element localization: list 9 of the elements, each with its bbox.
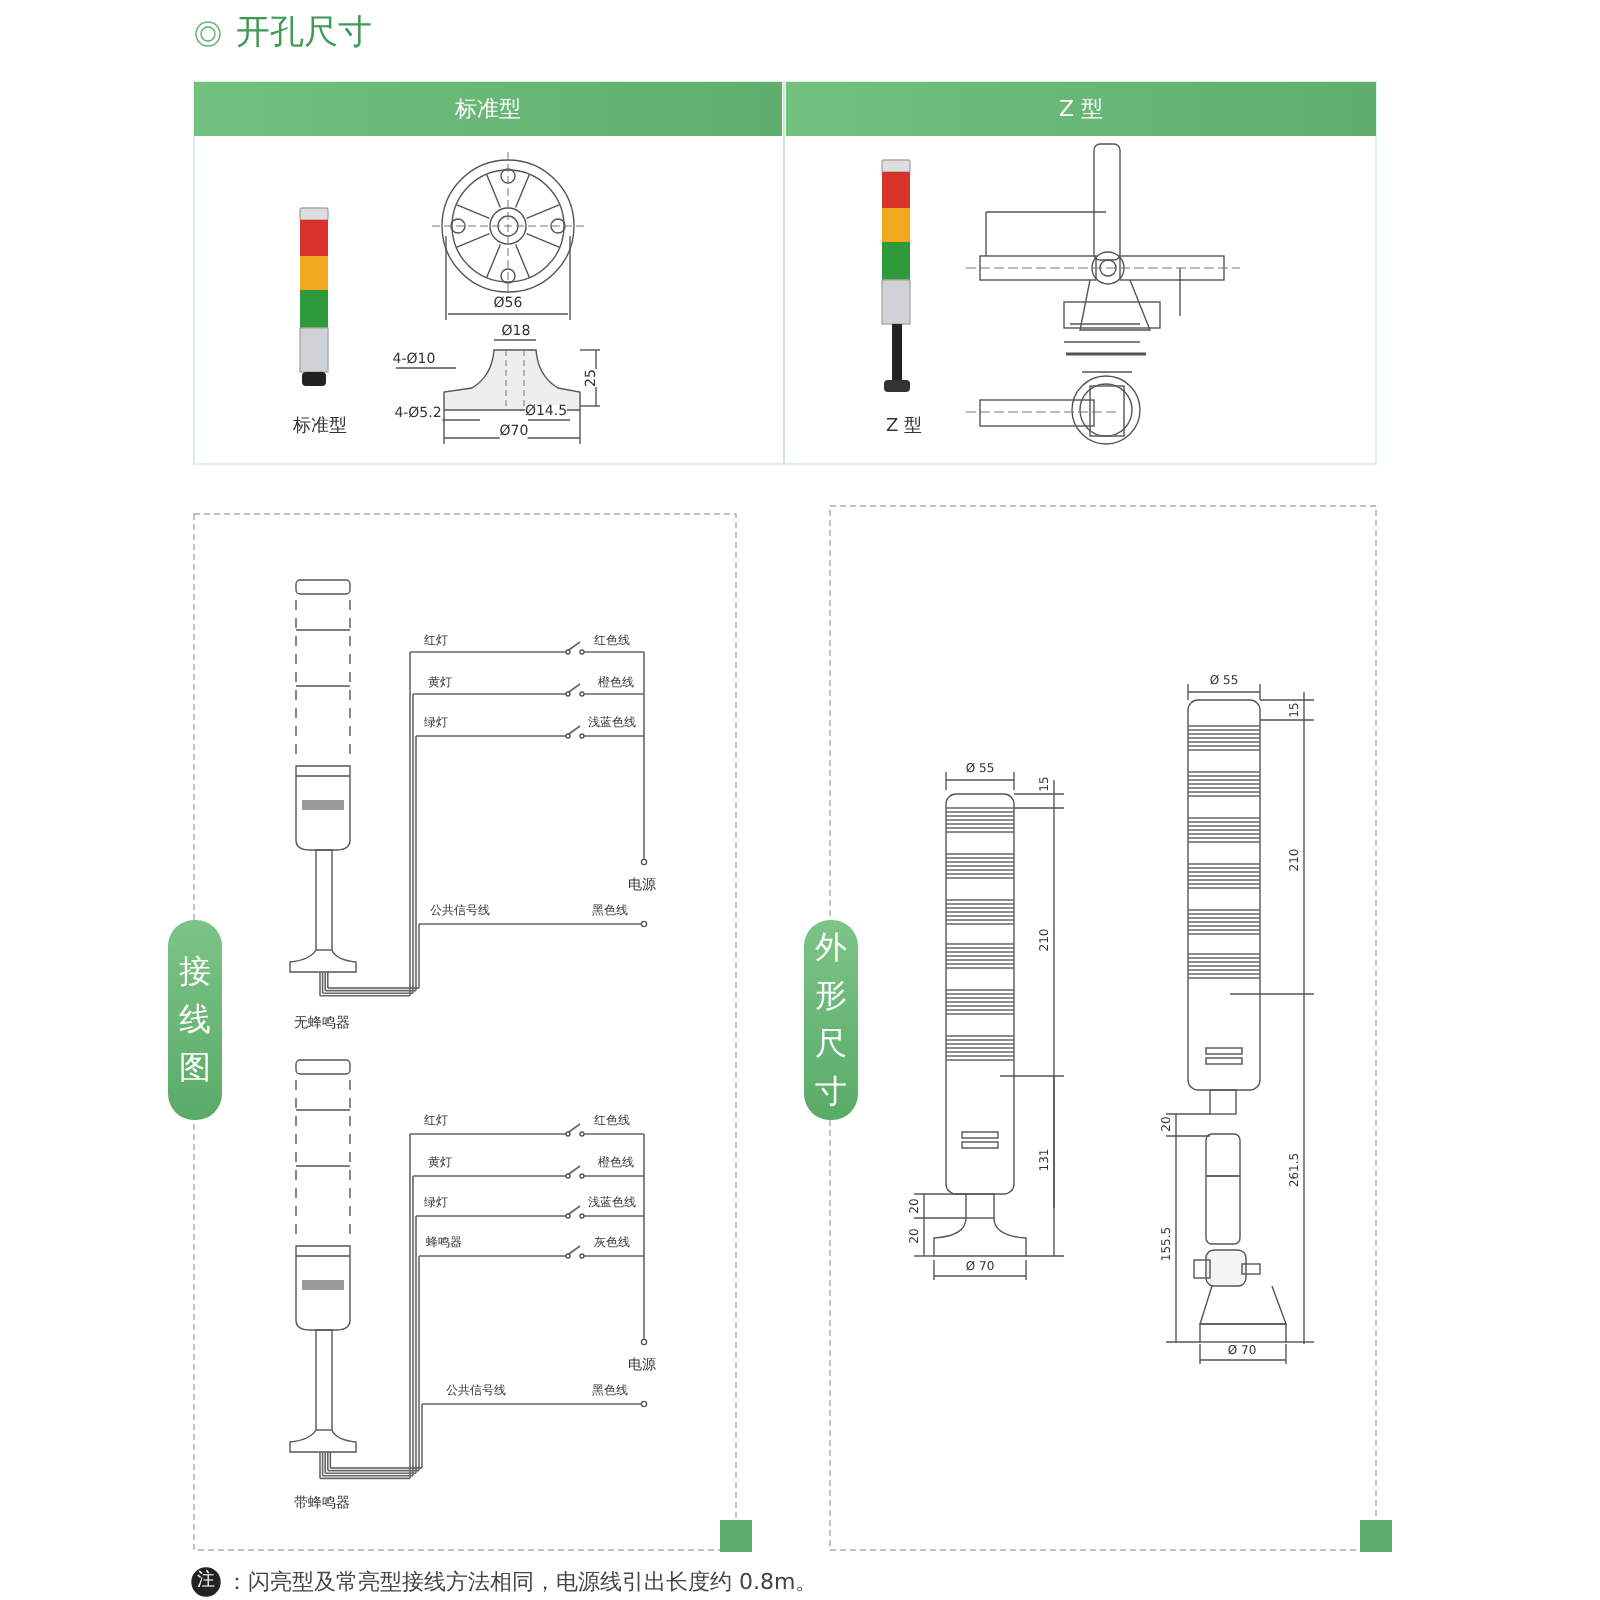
note-mark: 注: [197, 1573, 215, 1591]
table-header: Z 型: [786, 82, 1376, 136]
side-tab: 接线图: [168, 920, 222, 1120]
title: 开孔尺寸: [236, 17, 372, 51]
caption: Z 型: [885, 419, 923, 437]
note-text: ：闪亮型及常亮型接线方法相同，电源线引出长度约 0.8m。: [226, 1571, 818, 1593]
table-header: 标准型: [194, 82, 782, 136]
side-tab: 外形尺寸: [804, 920, 858, 1120]
caption: 标准型: [293, 419, 347, 437]
